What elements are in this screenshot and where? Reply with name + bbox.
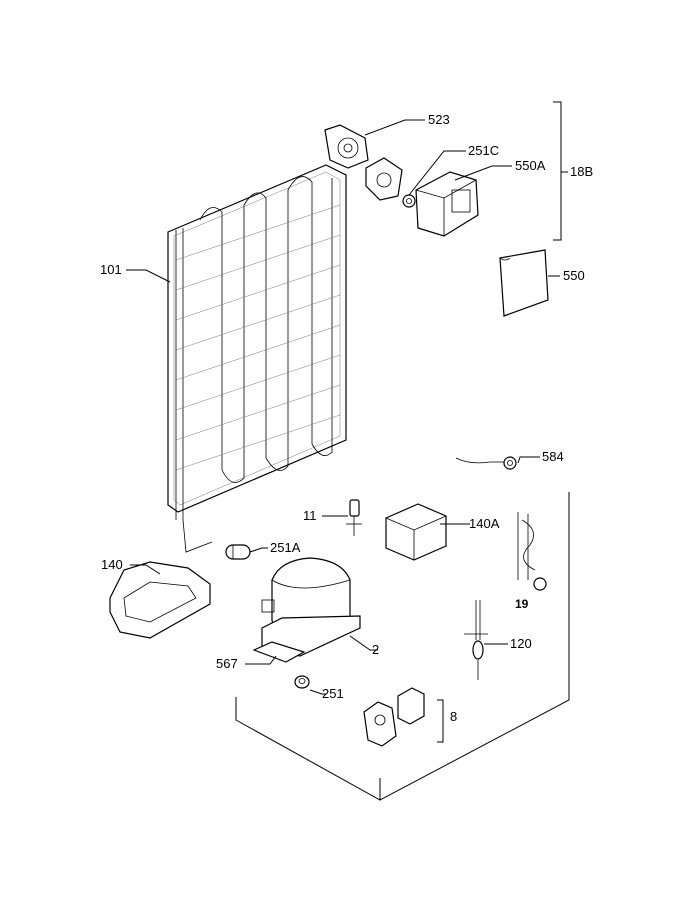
label-18b: 18B	[570, 164, 593, 179]
item-120	[464, 600, 488, 680]
label-550: 550	[563, 268, 585, 283]
assembly-outline	[235, 492, 570, 801]
condenser-101	[167, 164, 347, 553]
fan-blade	[365, 157, 403, 201]
item-8	[363, 687, 425, 747]
label-140a: 140A	[469, 516, 500, 531]
label-584: 584	[542, 449, 564, 464]
group-bracket-18b	[553, 101, 568, 241]
label-251c: 251C	[468, 143, 499, 158]
compressor-2	[261, 557, 361, 657]
label-101: 101	[100, 262, 122, 277]
part-labels: 523 251C 550A 18B 550 101 584 11 140A 25…	[100, 112, 593, 724]
label-2: 2	[372, 642, 379, 657]
label-11: 11	[303, 508, 317, 523]
label-251a: 251A	[270, 540, 301, 555]
plate-567	[252, 641, 306, 663]
label-140: 140	[101, 557, 123, 572]
item-19	[517, 512, 547, 591]
fan-motor-550a	[415, 171, 479, 237]
item-11	[346, 499, 362, 536]
label-120: 120	[510, 636, 532, 651]
group-bracket-8	[437, 699, 444, 743]
label-8: 8	[450, 709, 457, 724]
label-523: 523	[428, 112, 450, 127]
grommet-251a	[225, 544, 251, 560]
label-550a: 550A	[515, 158, 546, 173]
cover-550	[499, 249, 549, 317]
fan-bracket-523	[324, 124, 369, 169]
label-567: 567	[216, 656, 238, 671]
leader-lines	[126, 119, 560, 695]
label-251: 251	[322, 686, 344, 701]
relay-box-140a	[385, 503, 447, 561]
label-19: 19	[515, 597, 529, 611]
grommet-251c	[402, 194, 416, 208]
cable-584	[455, 456, 517, 470]
grommet-251	[294, 675, 310, 689]
drip-tray-140	[109, 561, 211, 639]
